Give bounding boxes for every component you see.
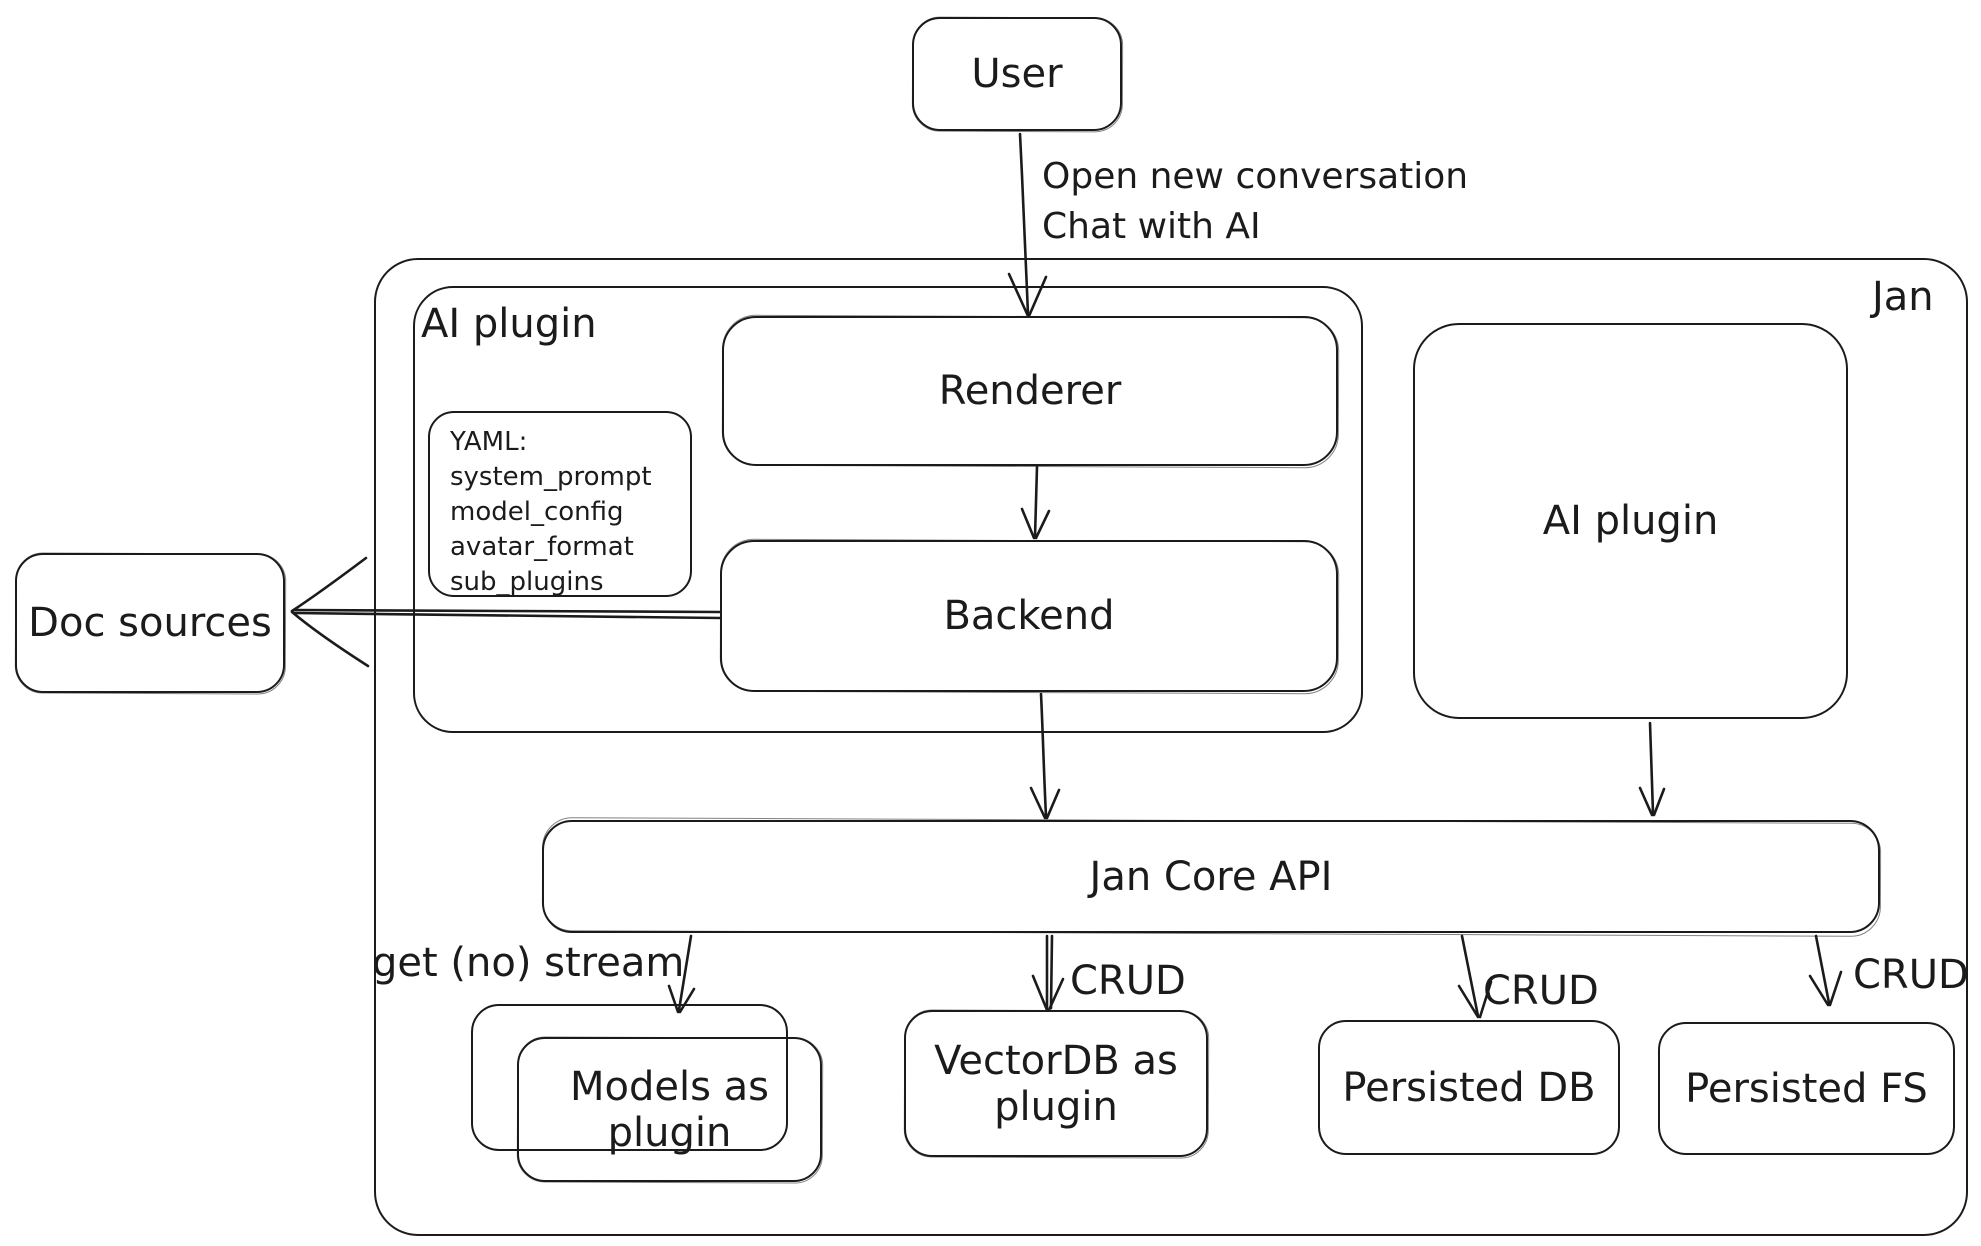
arrow-renderer-to-backend [1020, 465, 1051, 540]
arrow-backend-to-doc-sources [290, 556, 722, 668]
node-ai-plugin: AI plugin [1413, 323, 1848, 719]
node-jan-container [374, 258, 1968, 1236]
yaml-line: system_prompt [450, 462, 652, 492]
edge-label-crud-vectordb: CRUD [1070, 958, 1186, 1004]
node-renderer: Renderer [722, 316, 1338, 466]
edge-label-user-to-renderer: Open new conversation Chat with AI [1042, 152, 1468, 252]
edge-label-line: Chat with AI [1042, 206, 1261, 247]
yaml-line: avatar_format [450, 532, 634, 562]
persisted-fs-label: Persisted FS [1685, 1065, 1928, 1112]
yaml-line: model_config [450, 497, 624, 527]
arrow-ai-plugin-to-jan-core [1638, 721, 1666, 817]
node-persisted-fs: Persisted FS [1658, 1022, 1955, 1155]
node-doc-sources: Doc sources [15, 553, 285, 693]
yaml-line: sub_plugins [450, 567, 604, 597]
node-ai-plugin-container [413, 286, 1363, 733]
arrow-backend-to-jan-core [1029, 692, 1061, 820]
arrow-jan-core-to-persisted-fs [1808, 934, 1843, 1007]
node-persisted-db: Persisted DB [1318, 1020, 1620, 1155]
yaml-note-text: YAML: system_prompt model_config avatar_… [450, 425, 652, 600]
arrow-jan-core-to-persisted-db [1457, 934, 1493, 1019]
node-yaml-note: YAML: system_prompt model_config avatar_… [428, 411, 692, 597]
ai-plugin-container-label: AI plugin [421, 301, 597, 347]
node-backend: Backend [720, 540, 1338, 692]
yaml-line: YAML: [450, 427, 528, 457]
arrow-user-to-renderer [1007, 132, 1048, 318]
node-user: User [912, 17, 1122, 131]
doc-sources-label: Doc sources [28, 600, 272, 646]
user-label: User [971, 51, 1063, 97]
backend-label: Backend [943, 593, 1115, 639]
persisted-db-label: Persisted DB [1342, 1064, 1596, 1111]
ai-plugin-label: AI plugin [1542, 498, 1719, 544]
node-vectordb-as-plugin: VectorDB as plugin [904, 1010, 1208, 1157]
arrow-jan-core-to-models [667, 934, 696, 1014]
jan-container-label: Jan [1872, 274, 1934, 320]
arrow-jan-core-to-vectordb [1031, 934, 1065, 1012]
edge-label-crud-persisted-fs: CRUD [1853, 952, 1969, 998]
renderer-label: Renderer [938, 368, 1122, 414]
node-models-as-plugin: Models as plugin [517, 1037, 822, 1182]
edge-label-line: Open new conversation [1042, 156, 1469, 197]
node-jan-core-api: Jan Core API [542, 820, 1880, 933]
models-as-plugin-label: Models as plugin [569, 1063, 769, 1156]
edge-label-crud-persisted-db: CRUD [1483, 968, 1599, 1014]
jan-core-api-label: Jan Core API [1089, 853, 1333, 900]
vectordb-as-plugin-label: VectorDB as plugin [934, 1037, 1178, 1130]
edge-label-get-no-stream: get (no) stream [372, 940, 685, 986]
